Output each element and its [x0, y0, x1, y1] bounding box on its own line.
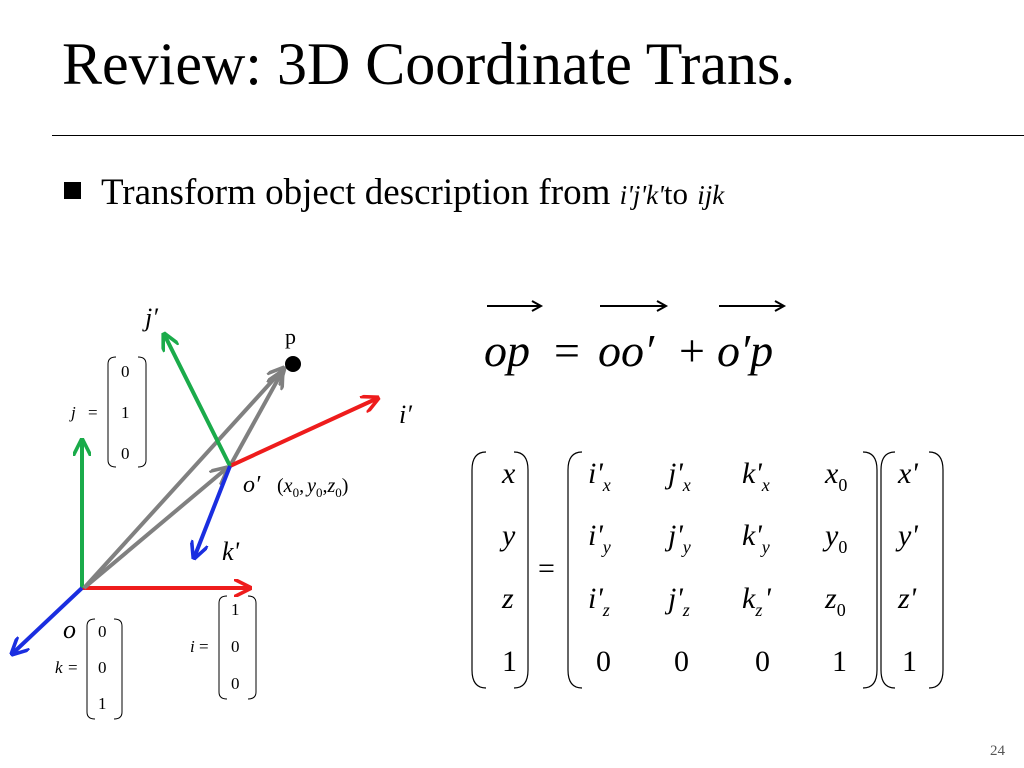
j-vector-name: j [69, 403, 76, 422]
rhs-vector-entry: z' [897, 582, 917, 615]
equation-term-oo-prime: oo′ [598, 325, 655, 376]
lhs-vector-right-paren [513, 451, 529, 689]
matrix-cell: j'x [664, 457, 691, 495]
lhs-vector-entry: z [501, 582, 514, 615]
matrix-cell: 1 [832, 645, 847, 678]
k-vector-left-paren [86, 618, 96, 720]
matrix-cell: j'y [664, 519, 691, 557]
j-vector-left-paren [107, 356, 117, 468]
label-j-prime: j′ [142, 303, 158, 332]
slide-title: Review: 3D Coordinate Trans. [62, 31, 796, 97]
equation-equals: = [554, 325, 580, 376]
k-basis-vector: k = 0 0 1 [55, 618, 123, 720]
label-o: o [63, 615, 76, 644]
j-vector-value: 0 [121, 444, 130, 463]
rhs-vector-left-paren [880, 451, 896, 689]
j-vector-right-paren [137, 356, 147, 468]
matrix-cell: z0 [824, 582, 846, 620]
equation-lhs: op [484, 325, 530, 376]
k-vector-value: 0 [98, 658, 107, 677]
i-vector-right-paren [247, 595, 257, 700]
matrix-cell: x0 [824, 457, 847, 495]
k-vector-equals: = [68, 658, 78, 677]
matrix-cell: 0 [755, 645, 770, 678]
point-p-dot [285, 356, 301, 372]
i-basis-vector: i = 1 0 0 [190, 595, 257, 700]
matrix-cell: k'y [742, 519, 770, 557]
matrix-equation: x y z 1 = i'x j'x k'x x0 i'y j'y k'y y0 … [471, 451, 944, 689]
matrix-cell: j'z [664, 582, 690, 620]
coordinate-diagram: p j′ i′ k' o′ o (x0,y0,z0) j = 0 1 0 i =… [12, 303, 412, 720]
k-vector-value: 0 [98, 622, 107, 641]
i-vector-value: 0 [231, 637, 240, 656]
rhs-vector-entry: x' [897, 457, 918, 490]
i-prime-axis-arrow [229, 398, 378, 468]
vector-overarrow-head [531, 300, 544, 312]
matrix-left-paren [567, 451, 583, 689]
label-o-prime: o′ [243, 472, 261, 498]
j-vector-value: 0 [121, 362, 130, 381]
oo-prime-vector-arrow [82, 468, 227, 590]
k-vector-name: k [55, 658, 63, 677]
lhs-vector-left-paren [471, 451, 487, 689]
target-frame-label: ijk [697, 180, 725, 210]
lhs-vector-entry: y [499, 519, 516, 552]
rhs-vector-entry: y' [895, 519, 918, 552]
j-basis-vector: j = 0 1 0 [69, 356, 147, 468]
equation-term-o-prime-p: o′p [717, 325, 773, 376]
matrix-right-paren [862, 451, 878, 689]
matrix-cell: y0 [822, 519, 847, 557]
i-vector-name: i [190, 637, 195, 656]
j-vector-equals: = [88, 403, 98, 422]
k-axis-arrow [12, 586, 84, 654]
bullet-text: Transform object description from [101, 172, 611, 213]
matrix-cell: 0 [674, 645, 689, 678]
j-prime-axis-arrow [164, 334, 232, 467]
rhs-vector-entry: 1 [902, 645, 917, 678]
label-i-prime: i′ [399, 400, 412, 429]
i-vector-left-paren [218, 595, 228, 700]
bullet-square-icon [64, 182, 81, 199]
connector-word: to [663, 176, 689, 211]
label-k-prime: k' [222, 537, 240, 566]
label-p: p [285, 324, 296, 349]
matrix-cell: i'x [588, 457, 611, 495]
vector-overarrow-head [774, 300, 787, 312]
o-prime-coordinates: (x0,y0,z0) [277, 475, 348, 500]
k-vector-value: 1 [98, 694, 107, 713]
i-vector-value: 0 [231, 674, 240, 693]
source-frame-label: i'j'k' [619, 180, 664, 210]
lhs-vector-entry: x [501, 457, 516, 490]
i-vector-equals: = [199, 637, 209, 656]
matrix-cell: 0 [596, 645, 611, 678]
bullet-item: Transform object description from i'j'k'… [64, 174, 724, 211]
equation-plus: + [679, 325, 705, 376]
matrix-cell: i'y [588, 519, 611, 557]
k-prime-axis-arrow [194, 465, 232, 558]
k-vector-right-paren [113, 618, 123, 720]
title-divider [52, 135, 1024, 136]
j-vector-value: 1 [121, 403, 130, 422]
i-vector-value: 1 [231, 600, 240, 619]
matrix-cell: i'z [588, 582, 610, 620]
matrix-equals: = [538, 552, 555, 585]
page-number: 24 [990, 743, 1005, 759]
vector-sum-equation: op = oo′ + o′p [484, 300, 787, 376]
vector-overarrow-head [656, 300, 669, 312]
lhs-vector-entry: 1 [502, 645, 517, 678]
rhs-vector-right-paren [928, 451, 944, 689]
o-prime-p-vector-arrow [228, 372, 282, 467]
op-vector-arrow [82, 368, 284, 590]
matrix-cell: k'x [742, 457, 770, 495]
matrix-cell: kz' [742, 582, 771, 620]
